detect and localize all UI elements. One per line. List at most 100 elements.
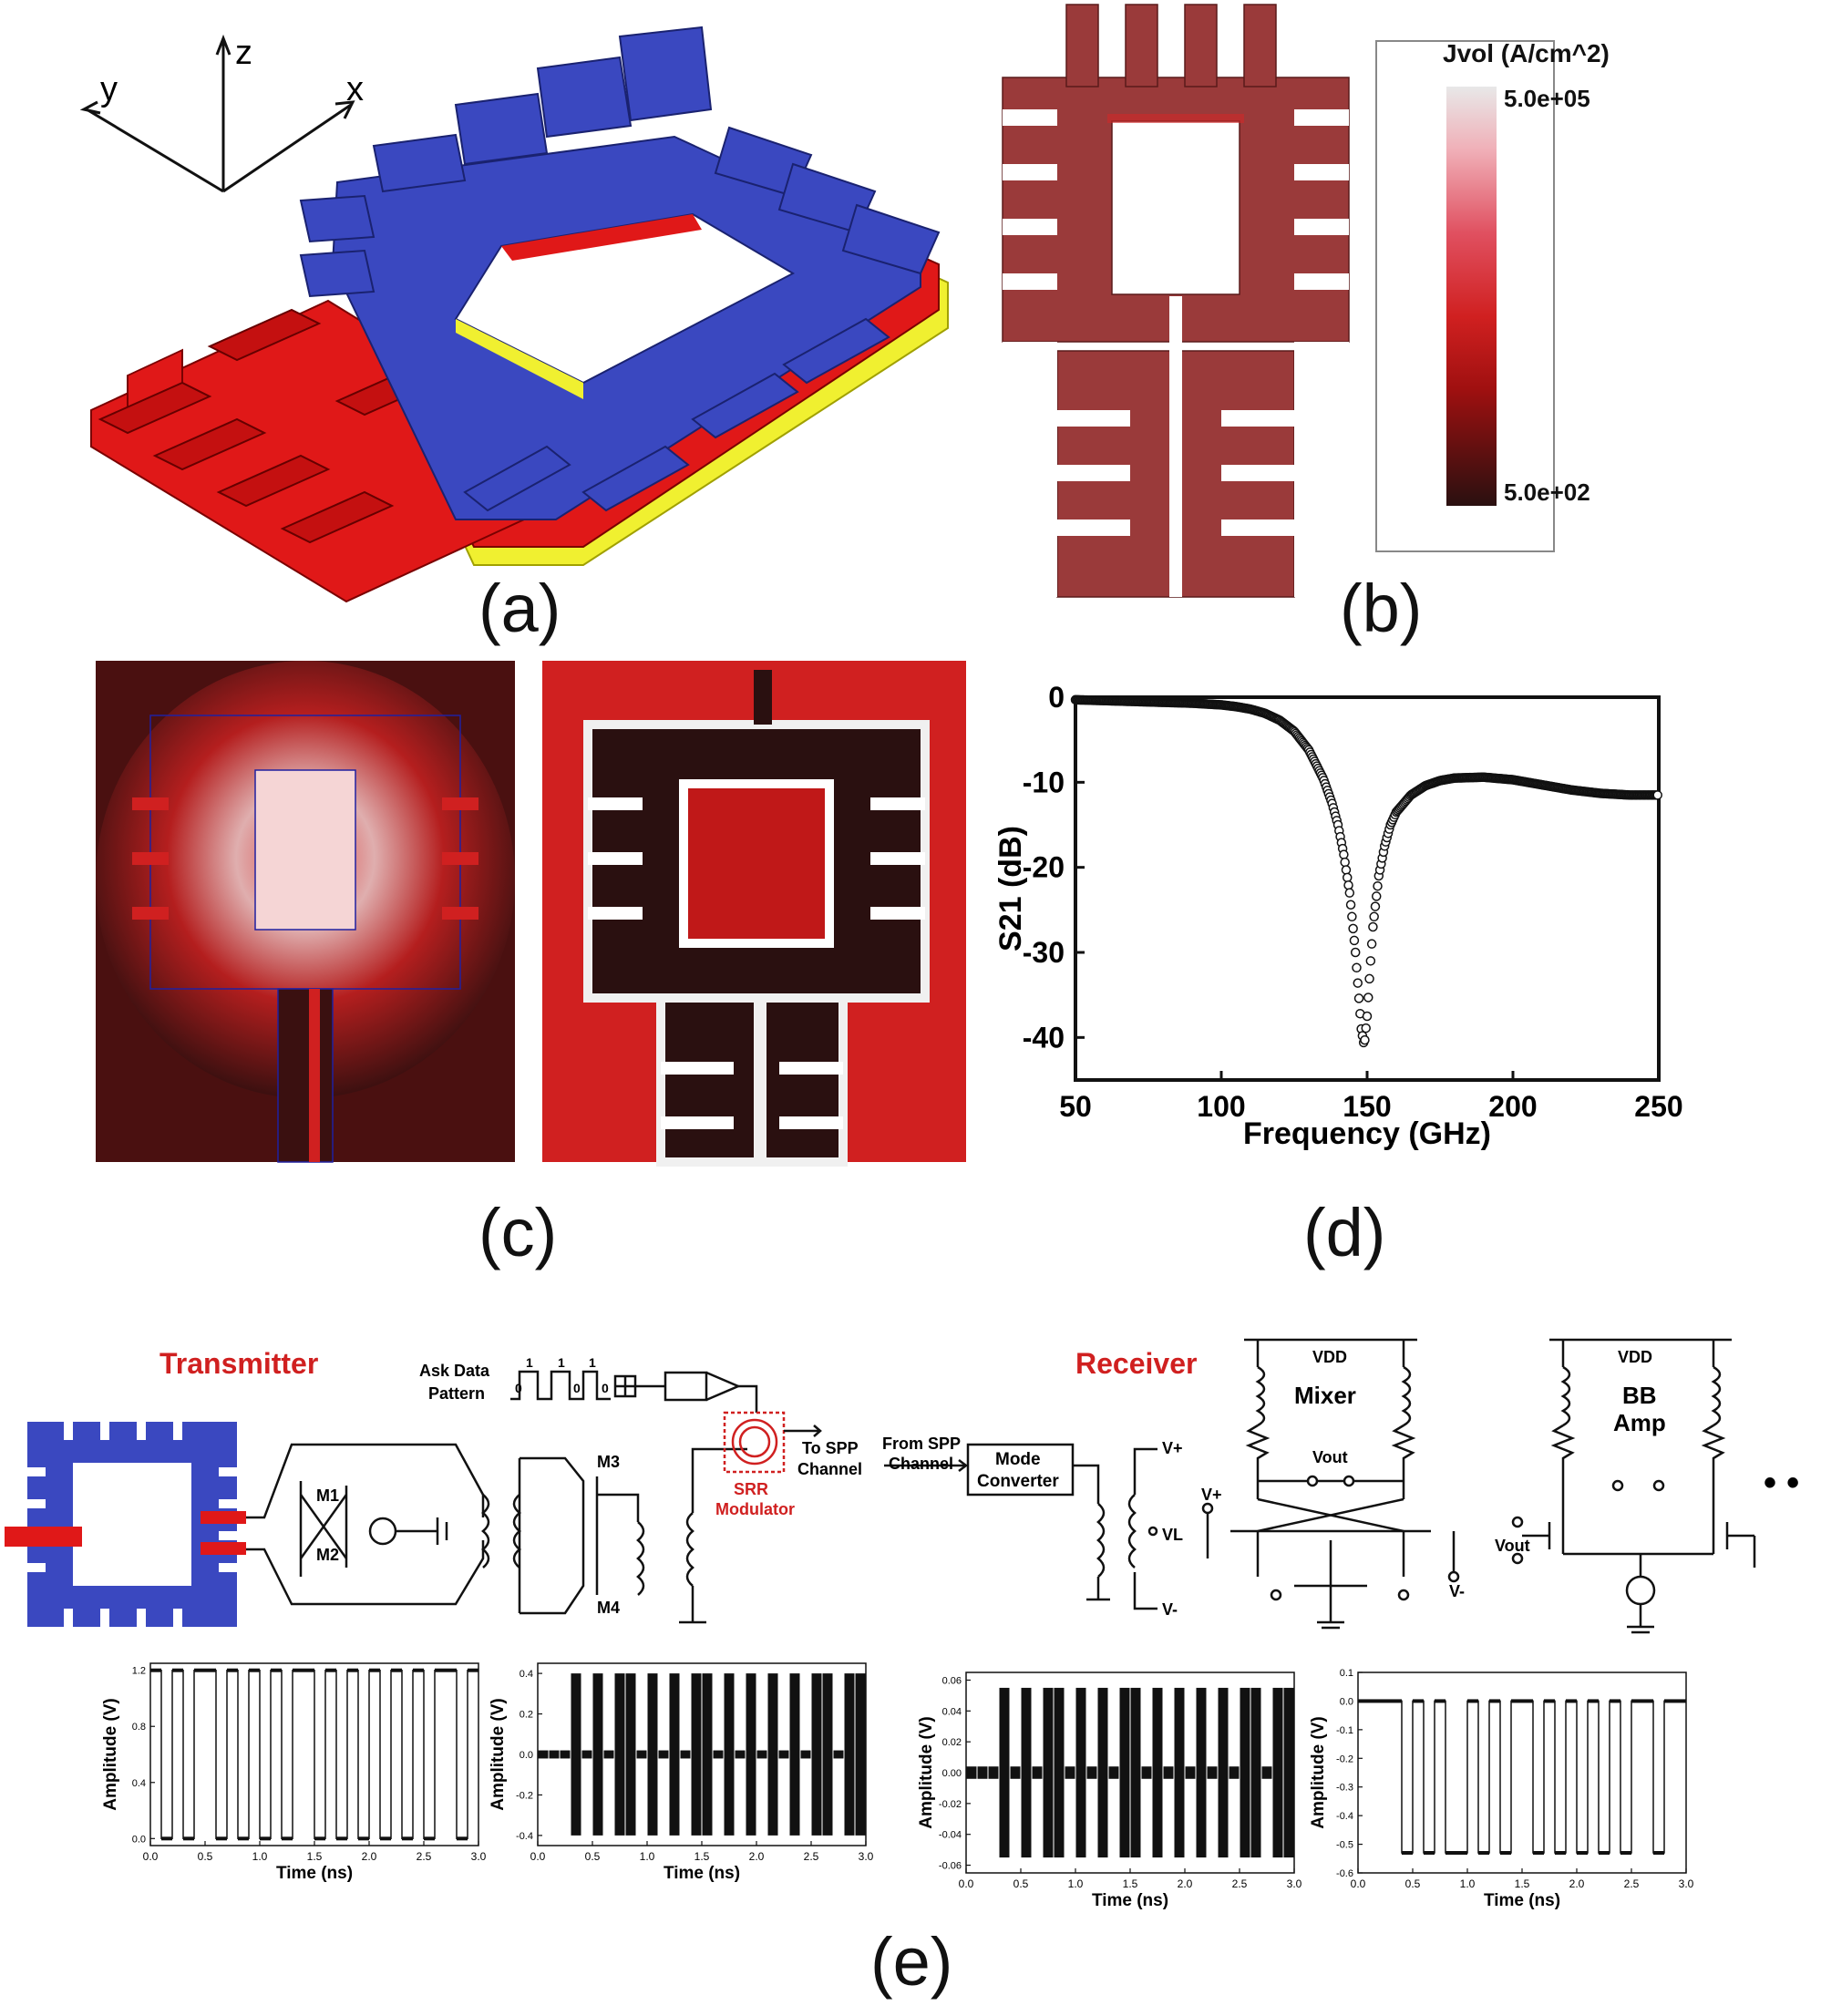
m1-label: M1 [316,1486,339,1505]
x-axis-label: Frequency (GHz) [1243,1116,1491,1151]
waveform-burst [1032,1766,1043,1779]
x-tick-label: 3.0 [471,1850,487,1863]
y-tick-label: 0.0 [132,1834,146,1845]
y-tick-label: 1.2 [132,1666,146,1677]
waveform-burst [746,1673,756,1836]
panel-a-3d-structure: z y x [73,18,966,603]
s21-data-point [1652,790,1662,800]
x-tick-label: 1.0 [1460,1877,1476,1890]
y-tick-label: -0.1 [1336,1725,1353,1736]
x-tick-label: 0.5 [585,1850,601,1863]
x-tick-label: 0.5 [198,1850,213,1863]
x-tick-label: 2.5 [804,1850,819,1863]
s21-data-point [1366,939,1377,949]
s21-data-point [1369,911,1379,922]
m2-label: M2 [316,1546,339,1564]
red-comb-teeth [98,308,449,544]
axis-y-label: y [100,70,118,108]
vplus-label: V+ [1162,1439,1183,1457]
y-tick-label: -40 [1023,1021,1065,1054]
plot-frame [537,1662,867,1846]
y-tick-label: -0.2 [1336,1754,1353,1764]
mode-converter-line1: Mode [995,1450,1041,1469]
waveform-burst [1054,1687,1065,1858]
panel-e-label: (e) [870,1924,953,2000]
s21-data-point [1365,956,1376,966]
s21-data-point [1345,900,1356,910]
x-tick-label: 2.5 [1232,1877,1248,1890]
legend-title: Jvol (A/cm^2) [1443,39,1610,67]
s21-data-point [1364,973,1374,984]
waveform-burst [1174,1687,1185,1858]
y-tick-label: -30 [1023,936,1065,969]
plot-frame [1074,695,1661,1082]
s21-data-point [1360,1034,1370,1045]
waveform-burst [1196,1687,1207,1858]
x-tick-label: 2.0 [1569,1877,1585,1890]
waveform-burst [977,1766,988,1779]
current-density-map [1002,4,1555,598]
s21-data-point [1362,1011,1373,1022]
waveform-burst [778,1750,789,1759]
bit-2: 1 [558,1355,565,1370]
waveform-burst [603,1750,614,1759]
waveform-burst [1272,1687,1283,1858]
waveform-burst [1043,1687,1054,1858]
x-tick-label: 0.0 [143,1850,159,1863]
x-tick-label: 200 [1488,1090,1537,1123]
y-axis-label: Amplitude (V) [489,1698,508,1811]
x-tick-label: 0.5 [1013,1877,1029,1890]
s21-data-point [1348,923,1358,934]
panel-b-label: (b) [1340,571,1423,646]
x-tick-label: 2.5 [1624,1877,1640,1890]
waveform-burst [811,1673,822,1836]
s21-data-point [1352,962,1362,973]
waveform-burst [966,1766,977,1779]
y-tick-label: -0.4 [1336,1811,1353,1822]
s21-data-point [1363,993,1373,1003]
bit-3: 0 [573,1381,581,1395]
x-axis-label: Time (ns) [1484,1891,1560,1910]
vminus-label: V- [1162,1600,1178,1619]
s21-data-point [1370,901,1381,911]
waveform-burst [647,1673,658,1836]
x-tick-label: 50 [1059,1090,1092,1123]
waveform-burst [636,1750,647,1759]
waveform-burst [625,1673,636,1836]
y-tick-label: -0.04 [939,1830,962,1841]
panel-d-label: (d) [1303,1195,1386,1270]
y-tick-label: -20 [1023,851,1065,884]
from-spp-line1: From SPP [882,1435,961,1453]
waveform-burst [658,1750,669,1759]
s21-data-point [1361,1023,1371,1034]
waveform-burst [789,1673,800,1836]
waveform-burst [1010,1766,1021,1779]
waveform-burst [1086,1766,1097,1779]
y-tick-label: 0.1 [1340,1668,1353,1679]
mixer-label: Mixer [1294,1382,1356,1409]
s21-data-point [1344,888,1355,898]
field-map-pair [96,661,966,1167]
comb-slits [1003,109,1349,597]
ask-data-line2: Pattern [428,1384,485,1403]
waveform-burst [581,1750,592,1759]
x-tick-label: 150 [1343,1090,1391,1123]
x-tick-label: 1.5 [307,1850,323,1863]
mixer-vout: Vout [1312,1448,1348,1466]
waveform-burst [1130,1687,1141,1858]
circuit-schematic: M1 M2 M3 M4 Ask Data Pattern 0 1 1 0 1 0… [5,1338,1799,1634]
x-tick-label: 3.0 [859,1850,874,1863]
waveform-burst [669,1673,680,1836]
srr-label-line1: SRR [734,1480,768,1498]
waveform-burst [702,1673,713,1836]
waveform-burst [1185,1766,1196,1779]
waveform-burst [680,1750,691,1759]
x-tick-label: 1.5 [1515,1877,1530,1890]
y-axis-label: Amplitude (V) [917,1716,936,1829]
y-axis-label: Amplitude (V) [1309,1716,1328,1829]
